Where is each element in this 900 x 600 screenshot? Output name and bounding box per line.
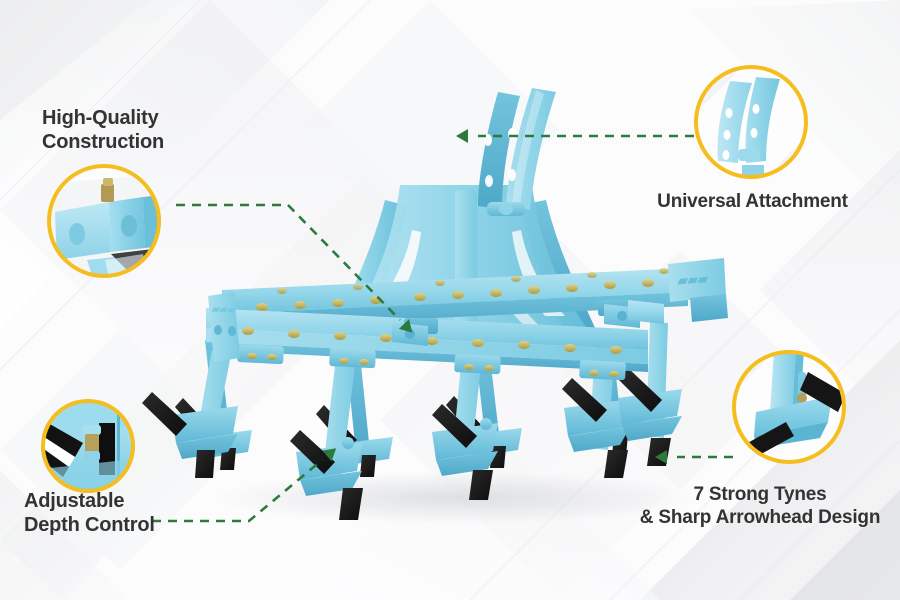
label-line: Construction (42, 131, 165, 154)
label-line: High-Quality (42, 107, 159, 129)
label-line: & Sharp Arrowhead Design (639, 507, 881, 529)
svg-text:▰▰▰: ▰▰▰ (676, 271, 709, 288)
label-line: 7 Strong Tynes (693, 484, 827, 505)
u-bolt-clamps (237, 300, 632, 381)
callout-ring-adjustable-depth-control (41, 399, 135, 493)
tyne-group (142, 322, 682, 520)
label-line: Depth Control (24, 514, 155, 537)
callout-ring-strong-tynes (732, 350, 846, 464)
hitch-arms (478, 88, 556, 216)
svg-text:▰▰▰: ▰▰▰ (211, 304, 236, 316)
callout-label-universal-attachment: Universal Attachment (650, 190, 855, 213)
callout-ring-high-quality-construction (47, 164, 161, 278)
label-line: Universal Attachment (657, 191, 848, 212)
callout-label-strong-tynes: 7 Strong Tynes & Sharp Arrowhead Design (620, 483, 900, 529)
callout-ring-universal-attachment (694, 65, 808, 179)
label-line: Adjustable (24, 490, 125, 512)
callout-label-high-quality-construction: High-Quality Construction (42, 106, 164, 155)
callout-label-adjustable-depth-control: Adjustable Depth Control (24, 489, 155, 538)
